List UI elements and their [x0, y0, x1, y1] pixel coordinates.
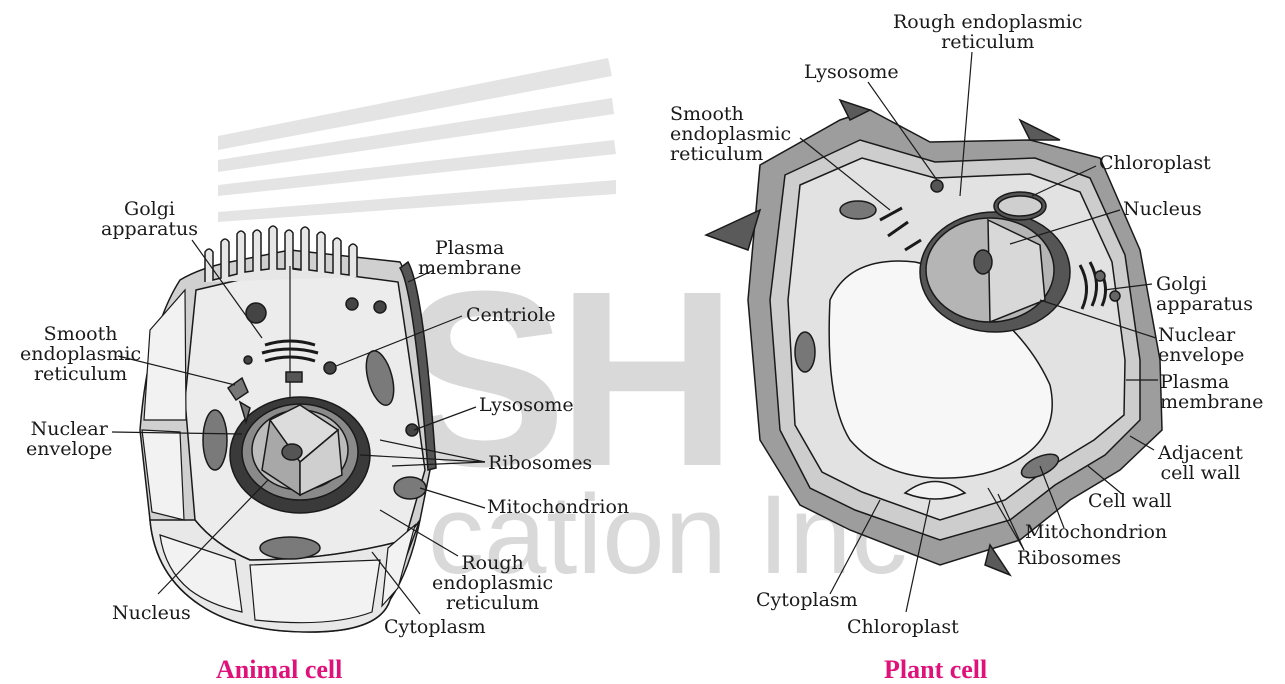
plant-label-mitochondrion: Mitochondrion [1025, 522, 1167, 542]
animal-label-mitochondrion: Mitochondrion [487, 497, 629, 517]
plant-label-cytoplasm: Cytoplasm [756, 590, 858, 610]
plant-label-cell-wall: Cell wall [1088, 491, 1172, 511]
animal-label-ribosomes: Ribosomes [488, 453, 592, 473]
plant-label-ribosomes: Ribosomes [1017, 548, 1121, 568]
plant-cell-caption: Plant cell [884, 655, 987, 684]
plant-label-chloroplast-top: Chloroplast [1099, 153, 1211, 173]
plant-label-nuclear-envelope: Nuclear envelope [1158, 325, 1244, 365]
plant-label-chloroplast-bottom: Chloroplast [847, 617, 959, 637]
plant-label-plasma-membrane: Plasma membrane [1160, 372, 1263, 412]
animal-label-nucleus: Nucleus [112, 603, 191, 623]
plant-label-lysosome: Lysosome [804, 62, 899, 82]
animal-label-golgi-apparatus: Golgi apparatus [101, 199, 198, 239]
animal-cell-caption: Animal cell [216, 655, 342, 684]
plant-label-adjacent-cell-wall: Adjacent cell wall [1158, 443, 1243, 483]
animal-label-nuclear-envelope: Nuclear envelope [26, 419, 112, 459]
watermark-rays [218, 58, 616, 222]
plant-label-rough-er: Rough endoplasmic reticulum [893, 12, 1083, 52]
plant-label-smooth-er: Smooth endoplasmic reticulum [670, 104, 791, 164]
animal-label-smooth-er: Smooth endoplasmic reticulum [20, 324, 141, 384]
animal-label-centriole: Centriole [466, 305, 556, 325]
animal-label-plasma-membrane: Plasma membrane [418, 238, 521, 278]
animal-label-cytoplasm: Cytoplasm [384, 617, 486, 637]
animal-label-lysosome: Lysosome [479, 395, 574, 415]
plant-label-nucleus: Nucleus [1123, 199, 1202, 219]
animal-label-rough-er: Rough endoplasmic reticulum [432, 553, 553, 613]
plant-label-golgi-apparatus: Golgi apparatus [1156, 274, 1253, 314]
animal-cell-drawing [140, 226, 436, 632]
